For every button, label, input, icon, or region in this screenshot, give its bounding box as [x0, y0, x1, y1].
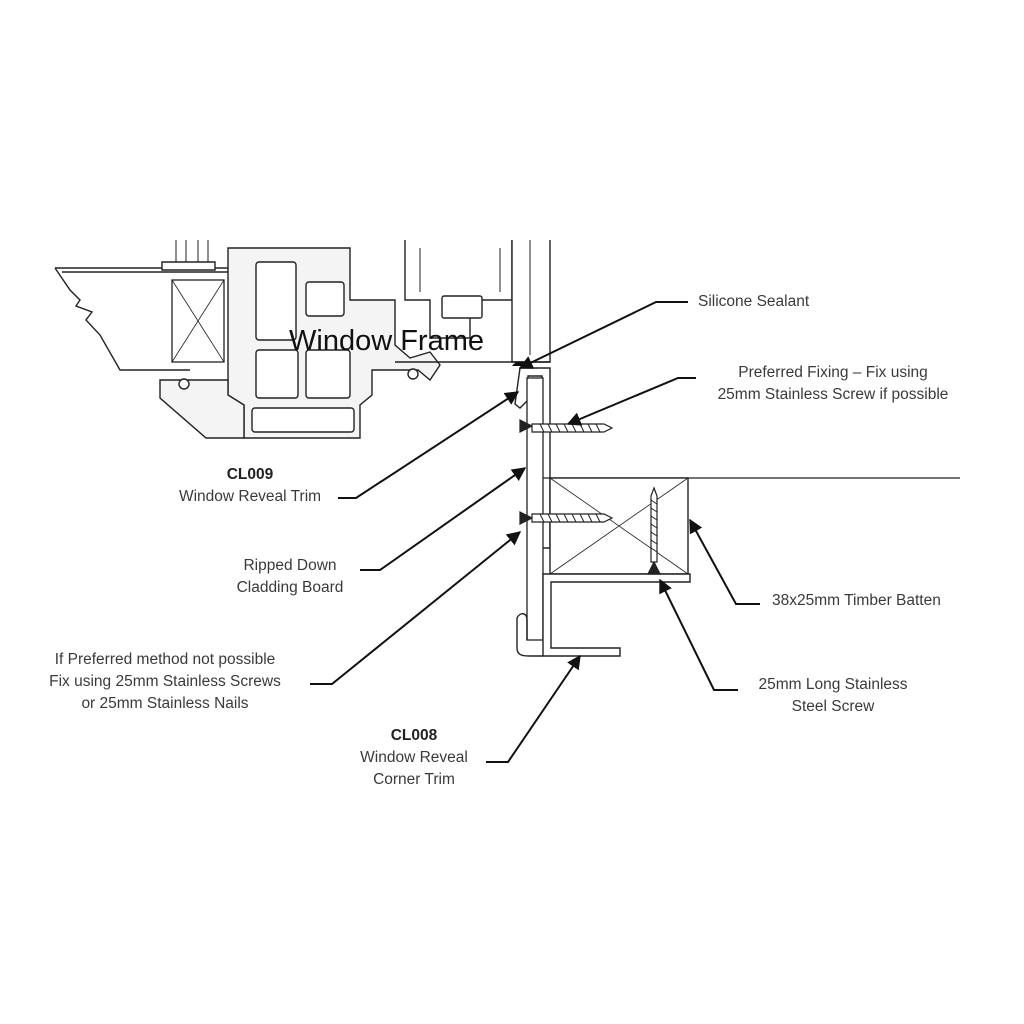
label-alt-line2: Fix using 25mm Stainless Screws	[49, 673, 281, 690]
label-preferred-fixing-line2: 25mm Stainless Screw if possible	[717, 386, 949, 403]
screw-preferred	[519, 419, 614, 433]
leader-preferred	[566, 377, 696, 426]
label-cl008-code: CL008	[390, 727, 438, 744]
label-alt-line3: or 25mm Stainless Nails	[81, 695, 249, 712]
label-screw-line1: 25mm Long Stainless	[758, 676, 908, 693]
label-cl008-name-line1: Window Reveal	[360, 749, 468, 766]
screw-alternative	[519, 511, 614, 525]
leader-batten	[689, 518, 760, 605]
ripped-cladding-board	[526, 377, 544, 641]
frame-packer	[171, 279, 225, 363]
leader-alt	[310, 531, 522, 685]
leader-cl008	[486, 654, 581, 763]
label-timber-batten: 38x25mm Timber Batten	[772, 592, 941, 609]
screw-batten	[647, 486, 661, 575]
diagram-title: Window Frame	[289, 325, 484, 357]
label-ripped-down: Ripped Down Cladding Board	[210, 555, 370, 599]
label-silicone-sealant: Silicone Sealant	[698, 293, 810, 310]
label-ripped-line1: Ripped Down	[243, 557, 337, 574]
label-preferred-fixing: Preferred Fixing – Fix using 25mm Stainl…	[698, 362, 968, 406]
leader-silicone	[518, 301, 688, 369]
label-alt-line1: If Preferred method not possible	[54, 651, 276, 668]
label-cl009-name: Window Reveal Trim	[178, 488, 322, 505]
timber-batten	[549, 477, 689, 575]
label-cl009: CL009 Window Reveal Trim	[160, 464, 340, 508]
leader-lines	[310, 301, 760, 763]
label-preferred-fixing-line1: Preferred Fixing – Fix using	[738, 364, 928, 381]
label-stainless-screw: 25mm Long Stainless Steel Screw	[738, 674, 928, 718]
window-frame-profile	[159, 240, 551, 439]
label-ripped-line2: Cladding Board	[236, 579, 344, 596]
label-cl008: CL008 Window Reveal Corner Trim	[334, 725, 494, 791]
leader-ripped	[360, 467, 527, 571]
label-cl008-name-line2: Corner Trim	[373, 771, 455, 788]
label-screw-line2: Steel Screw	[791, 698, 875, 715]
leader-screw	[659, 578, 738, 691]
label-alternative-fixing: If Preferred method not possible Fix usi…	[20, 649, 310, 715]
leader-cl009	[338, 391, 520, 499]
label-cl009-code: CL009	[226, 466, 274, 483]
